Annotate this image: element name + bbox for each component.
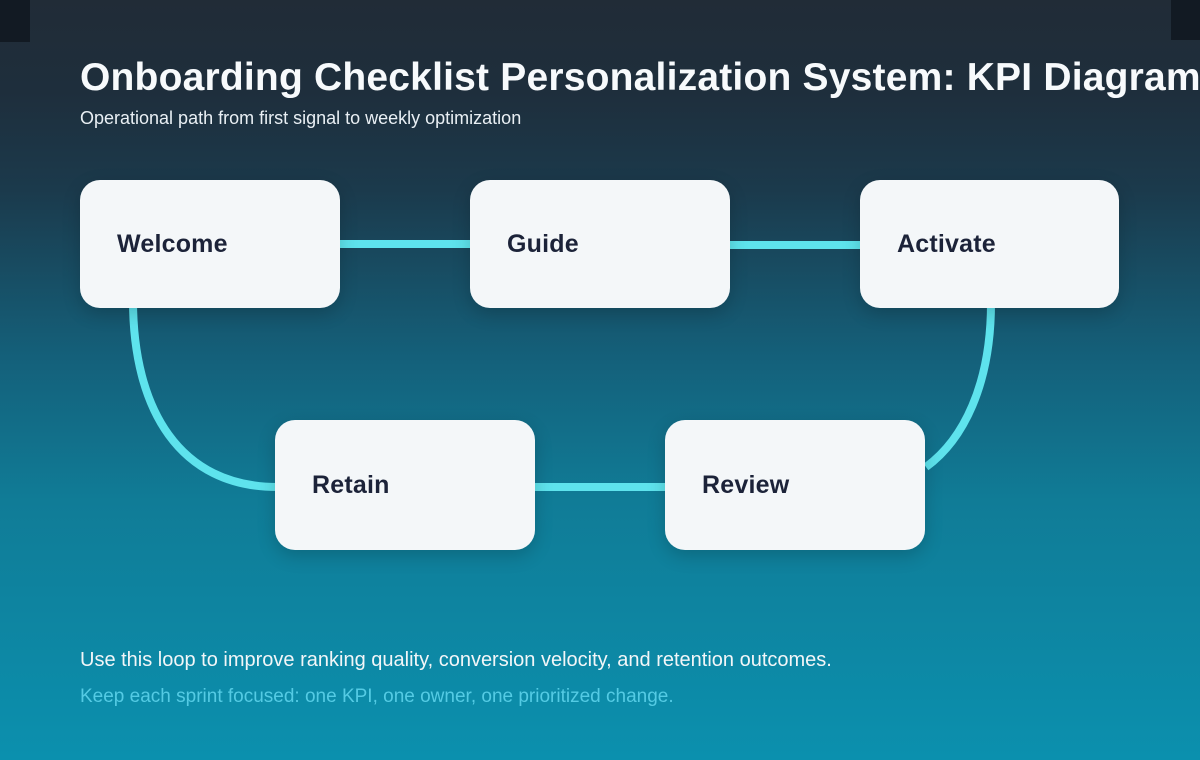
node-retain-label: Retain	[312, 470, 390, 499]
node-review-label: Review	[702, 470, 790, 499]
node-activate-label: Activate	[897, 229, 996, 258]
node-welcome: Welcome	[80, 180, 340, 308]
footer-accent-text: Keep each sprint focused: one KPI, one o…	[80, 686, 674, 707]
node-review: Review	[665, 420, 925, 550]
page-subtitle: Operational path from first signal to we…	[80, 108, 522, 128]
node-guide-label: Guide	[507, 229, 579, 258]
page-title: Onboarding Checklist Personalization Sys…	[80, 56, 1200, 99]
node-welcome-label: Welcome	[117, 229, 228, 258]
connector-welcome-retain	[129, 299, 278, 491]
node-retain: Retain	[275, 420, 535, 550]
corner-decoration-top-right	[1171, 0, 1200, 40]
node-guide: Guide	[470, 180, 730, 308]
node-activate: Activate	[860, 180, 1119, 308]
connector-activate-review	[923, 302, 995, 471]
footer-primary-text: Use this loop to improve ranking quality…	[80, 649, 832, 671]
corner-decoration-top-left	[0, 0, 30, 42]
